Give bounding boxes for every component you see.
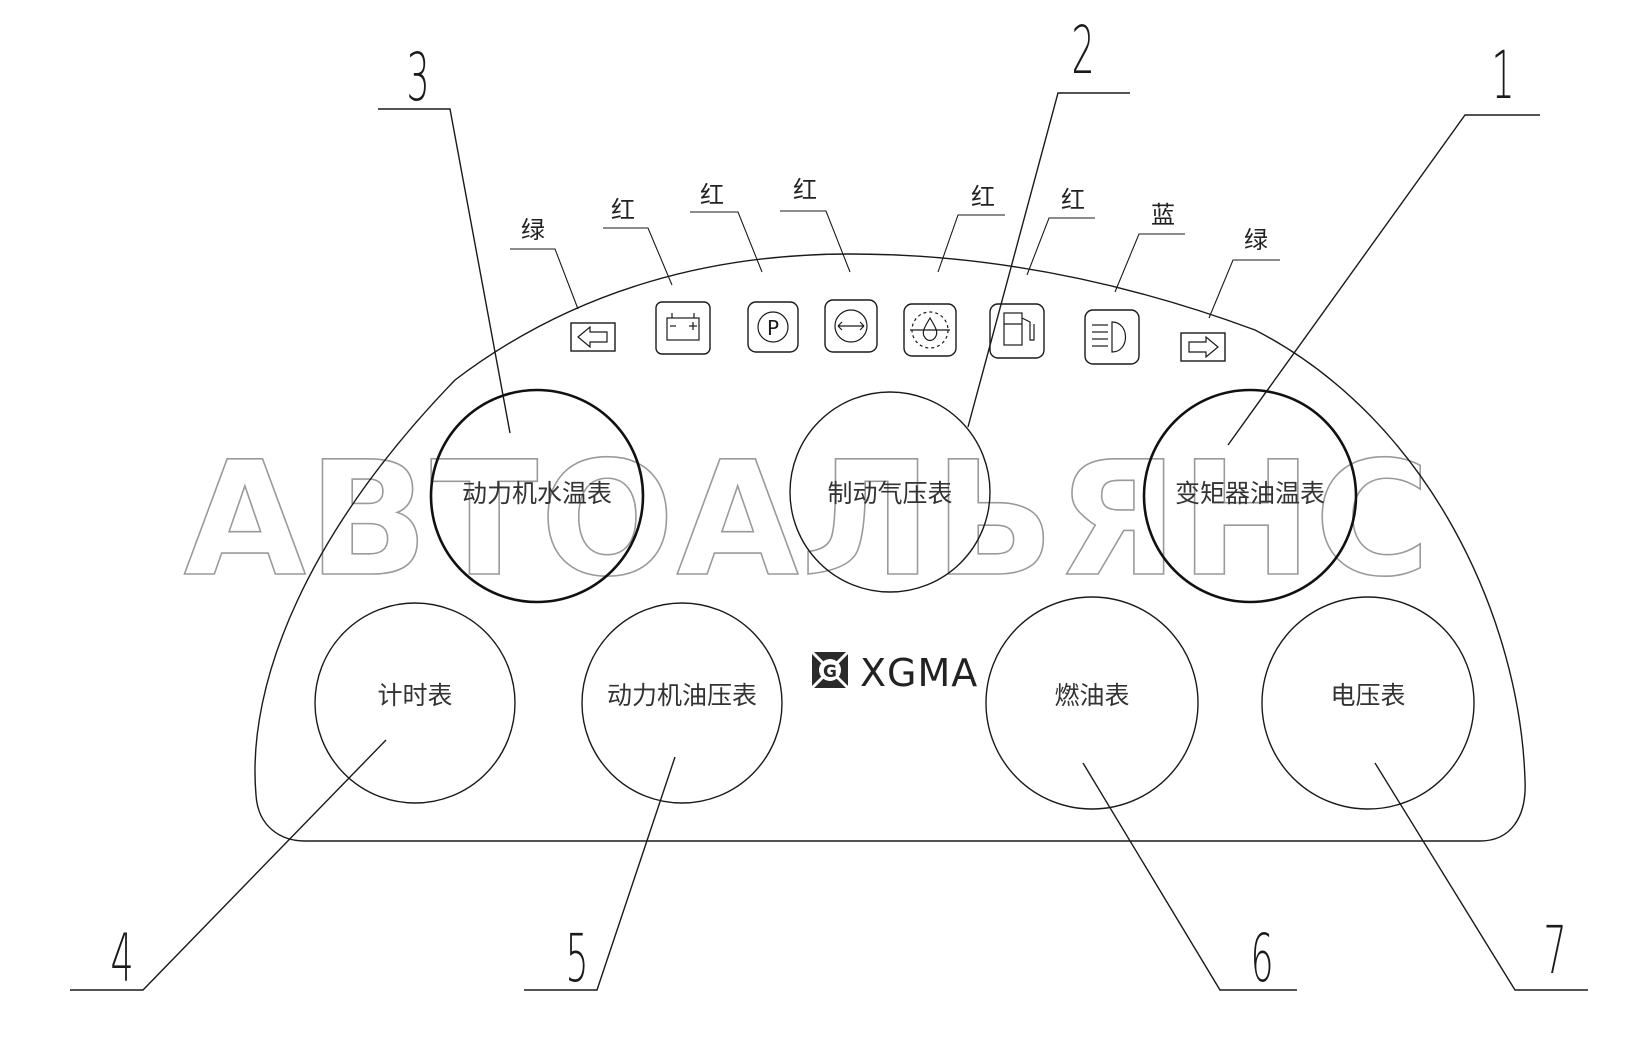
svg-text:2: 2	[1071, 12, 1094, 89]
color-label-6: 红	[1026, 186, 1095, 276]
gauge-fuel: 燃油表	[985, 596, 1199, 810]
svg-text:7: 7	[1543, 912, 1566, 989]
left-turn-arrow-icon	[570, 322, 616, 352]
callout-5: 5	[524, 756, 676, 997]
color-label-8: 绿	[1208, 226, 1280, 319]
callout-1: 1	[1227, 37, 1540, 446]
svg-text:蓝: 蓝	[1151, 201, 1175, 229]
svg-text:5: 5	[565, 920, 588, 997]
parking-brake-icon: P	[747, 301, 799, 353]
svg-text:1: 1	[1491, 37, 1514, 114]
color-label-7: 蓝	[1114, 201, 1185, 293]
panel-outline	[254, 253, 1526, 842]
brake-warning-icon	[824, 299, 878, 353]
svg-text:6: 6	[1250, 920, 1273, 997]
right-turn-arrow-icon	[1180, 332, 1226, 362]
svg-text:绿: 绿	[521, 216, 545, 244]
svg-text:红: 红	[700, 181, 724, 209]
svg-text:G: G	[823, 662, 837, 682]
color-label-2: 红	[603, 196, 673, 286]
brand-name: XGMA	[860, 651, 978, 695]
color-label-5: 红	[937, 183, 1005, 273]
gauge-label-fuel: 燃油表	[1054, 681, 1129, 710]
gauge-voltage: 电压表	[1261, 596, 1475, 810]
svg-text:3: 3	[406, 39, 429, 116]
gauge-engine-oil-pressure: 动力机油压表	[581, 602, 783, 804]
gauge-label-brake-air: 制动气压表	[827, 479, 952, 508]
battery-icon	[655, 301, 711, 355]
gauge-label-hour-meter: 计时表	[377, 681, 452, 710]
svg-text:红: 红	[793, 176, 817, 204]
gauge-hour-meter: 计时表	[314, 602, 516, 804]
callout-7: 7	[1374, 762, 1588, 991]
svg-text:绿: 绿	[1244, 226, 1268, 254]
svg-text:P: P	[767, 316, 779, 340]
headlight-high-beam-icon	[1084, 309, 1140, 365]
gauge-label-voltage: 电压表	[1330, 681, 1405, 710]
gauge-label-engine-oil-pressure: 动力机油压表	[607, 681, 757, 710]
callout-2: 2	[967, 12, 1130, 428]
svg-text:红: 红	[1061, 186, 1085, 214]
gauge-converter-oil-temp: 变矩器油温表	[1142, 388, 1358, 604]
svg-text:4: 4	[110, 920, 133, 997]
callout-6: 6	[1082, 762, 1297, 997]
fuel-pump-icon	[989, 303, 1045, 359]
color-label-4: 红	[780, 176, 851, 273]
svg-text:红: 红	[971, 183, 995, 211]
gauge-water-temp: 动力机水温表	[429, 388, 645, 604]
callout-3: 3	[378, 39, 511, 434]
callout-4: 4	[70, 739, 387, 997]
gauge-brake-air-pressure: 制动气压表	[789, 391, 991, 593]
color-label-1: 绿	[510, 216, 579, 310]
xgma-logo: G XGMA	[810, 650, 978, 695]
gauge-label-water-temp: 动力机水温表	[462, 479, 612, 508]
gauge-label-converter-oil-temp: 变矩器油温表	[1175, 479, 1325, 508]
color-label-3: 红	[690, 181, 763, 273]
watermark-text: АВТОАЛЬЯНС	[184, 428, 1433, 612]
svg-text:红: 红	[611, 196, 635, 224]
oil-pressure-icon	[903, 303, 957, 357]
